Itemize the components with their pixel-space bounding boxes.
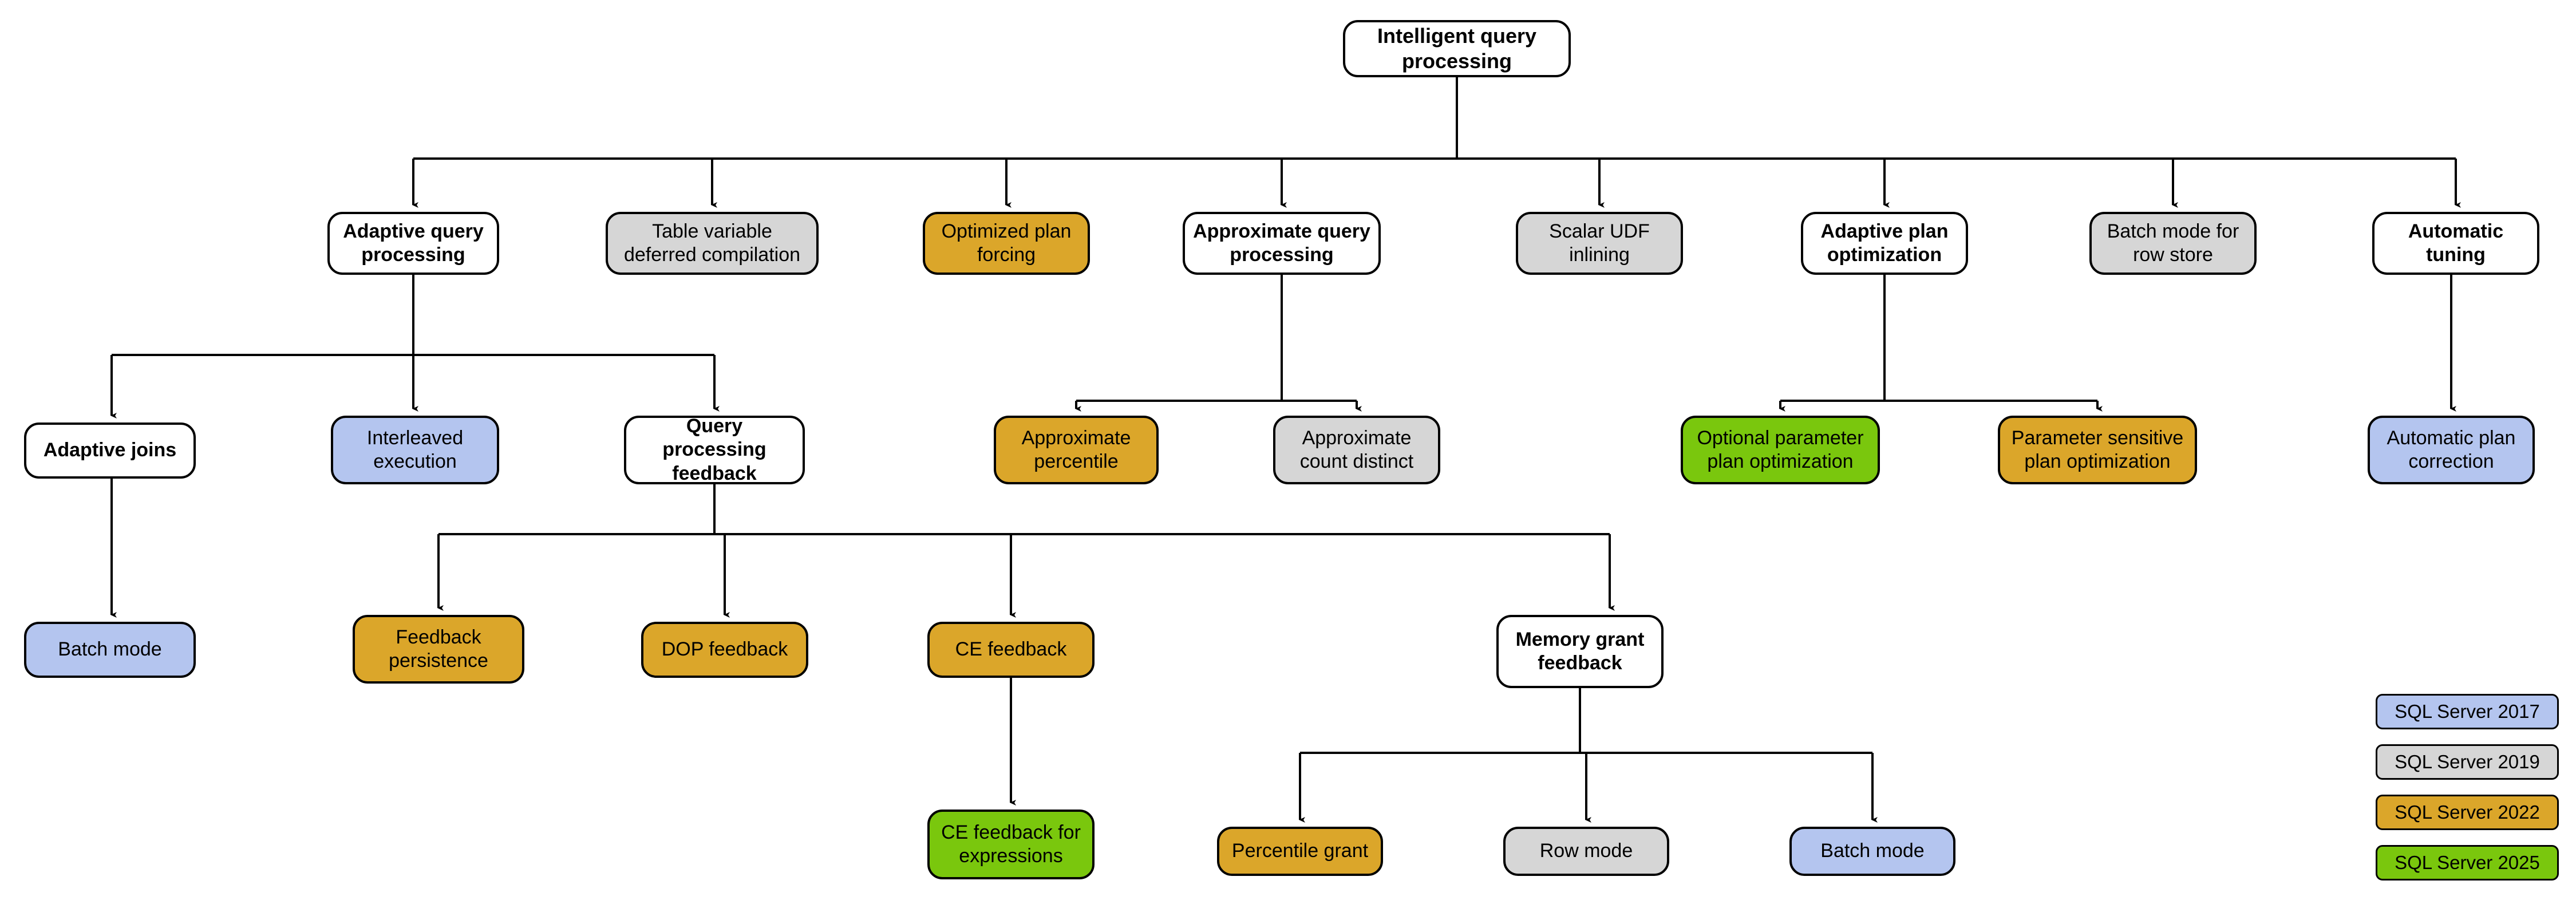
- node-apq[interactable]: Approximate query processing: [1183, 212, 1381, 275]
- node-label: Approximate query processing: [1193, 220, 1370, 266]
- node-label: Optimized plan forcing: [941, 220, 1072, 266]
- node-label: Automatic tuning: [2408, 220, 2504, 266]
- node-label: Intelligent query processing: [1377, 24, 1537, 73]
- legend-item-sql-server-2017[interactable]: SQL Server 2017: [2376, 694, 2559, 729]
- node-label: DOP feedback: [661, 638, 788, 661]
- node-pspo[interactable]: Parameter sensitive plan optimization: [1998, 416, 2197, 484]
- legend-item-sql-server-2025[interactable]: SQL Server 2025: [2376, 845, 2559, 881]
- node-rmode[interactable]: Row mode: [1503, 827, 1669, 876]
- node-label: CE feedback: [955, 638, 1067, 661]
- node-dopfb[interactable]: DOP feedback: [641, 622, 808, 678]
- node-ilexec[interactable]: Interleaved execution: [331, 416, 499, 484]
- node-sudf[interactable]: Scalar UDF inlining: [1516, 212, 1683, 275]
- node-label: Feedback persistence: [389, 626, 488, 672]
- node-label: Adaptive query processing: [343, 220, 484, 266]
- node-label: Scalar UDF inlining: [1549, 220, 1650, 266]
- node-label: Approximate count distinct: [1299, 427, 1414, 472]
- node-cefbx[interactable]: CE feedback for expressions: [927, 810, 1095, 879]
- node-label: Query processing feedback: [662, 414, 767, 484]
- node-approxcd[interactable]: Approximate count distinct: [1273, 416, 1440, 484]
- node-label: Batch mode: [1820, 840, 1925, 862]
- node-apc[interactable]: Automatic plan correction: [2368, 416, 2535, 484]
- node-label: Interleaved execution: [366, 427, 464, 472]
- node-apo[interactable]: Adaptive plan optimization: [1801, 212, 1968, 275]
- node-oppo[interactable]: Optional parameter plan optimization: [1681, 416, 1880, 484]
- legend-label: SQL Server 2025: [2395, 852, 2540, 873]
- node-qpf[interactable]: Query processing feedback: [624, 414, 805, 484]
- node-bmrs[interactable]: Batch mode for row store: [2089, 212, 2257, 275]
- node-label: Batch mode for row store: [2107, 220, 2239, 266]
- node-label: Percentile grant: [1231, 840, 1369, 862]
- node-approxp[interactable]: Approximate percentile: [994, 416, 1159, 484]
- node-label: CE feedback for expressions: [941, 821, 1081, 867]
- node-pgrant[interactable]: Percentile grant: [1217, 827, 1383, 876]
- node-aqp[interactable]: Adaptive query processing: [327, 212, 499, 275]
- legend-item-sql-server-2022[interactable]: SQL Server 2022: [2376, 795, 2559, 830]
- node-bmode1[interactable]: Batch mode: [24, 622, 196, 678]
- legend-item-sql-server-2019[interactable]: SQL Server 2019: [2376, 744, 2559, 780]
- node-ajoins[interactable]: Adaptive joins: [24, 423, 196, 479]
- node-cefb[interactable]: CE feedback: [927, 622, 1095, 678]
- legend-label: SQL Server 2019: [2395, 751, 2540, 772]
- node-autotune[interactable]: Automatic tuning: [2372, 212, 2539, 275]
- node-bmode2[interactable]: Batch mode: [1789, 827, 1955, 876]
- node-label: Optional parameter plan optimization: [1697, 427, 1864, 472]
- node-mgfb[interactable]: Memory grant feedback: [1496, 615, 1664, 688]
- node-label: Table variable deferred compilation: [623, 220, 801, 266]
- node-label: Automatic plan correction: [2387, 427, 2516, 472]
- node-opf[interactable]: Optimized plan forcing: [923, 212, 1090, 275]
- node-label: Row mode: [1539, 840, 1633, 862]
- node-label: Adaptive plan optimization: [1820, 220, 1949, 266]
- node-label: Parameter sensitive plan optimization: [2011, 427, 2184, 472]
- legend-label: SQL Server 2022: [2395, 802, 2540, 823]
- node-label: Adaptive joins: [43, 439, 177, 461]
- node-tvdc[interactable]: Table variable deferred compilation: [606, 212, 819, 275]
- node-fbpers[interactable]: Feedback persistence: [353, 615, 524, 684]
- node-label: Approximate percentile: [1021, 427, 1131, 472]
- node-root[interactable]: Intelligent query processing: [1343, 20, 1571, 77]
- legend-label: SQL Server 2017: [2395, 701, 2540, 722]
- node-label: Memory grant feedback: [1515, 628, 1645, 674]
- node-label: Batch mode: [58, 638, 162, 661]
